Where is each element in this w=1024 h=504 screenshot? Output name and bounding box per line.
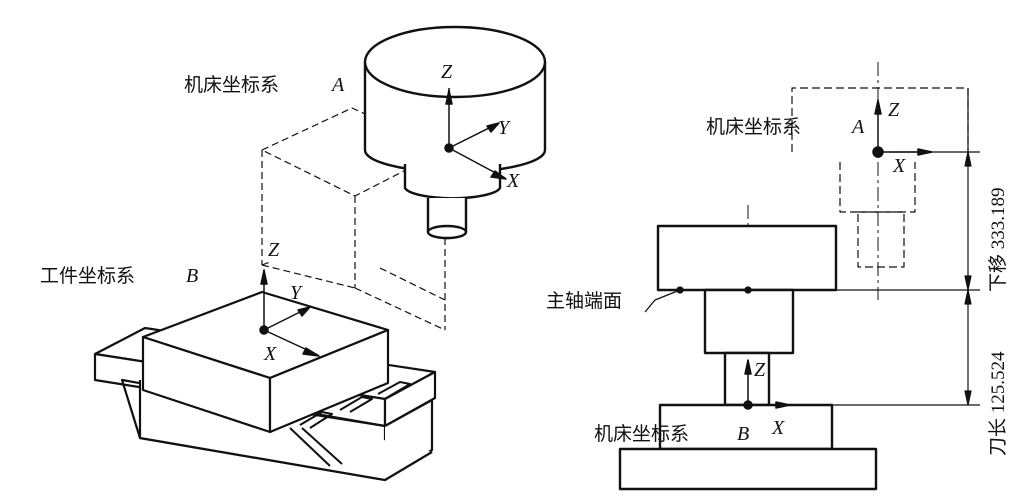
spindle-axes <box>444 88 507 180</box>
right-machine-coord-letter-bottom: B <box>737 423 749 445</box>
left-machine-coord-letter: A <box>330 74 345 96</box>
left-workpiece-coord-label: 工件坐标系 <box>40 265 135 287</box>
left-workpiece-coord-letter: B <box>186 265 198 287</box>
left-spindle-z-label: Z <box>441 61 453 83</box>
right-bottom-z-label: Z <box>754 359 766 381</box>
left-isometric-view <box>93 25 547 482</box>
spindle-face-label: 主轴端面 <box>546 290 622 312</box>
spindle-face-leader <box>644 286 752 313</box>
left-spindle-y-label: Y <box>498 117 511 139</box>
left-work-y-label: Y <box>290 282 303 304</box>
right-top-x-label: X <box>892 155 906 177</box>
left-spindle-x-label: X <box>506 170 520 192</box>
bottom-machine-axes <box>743 359 791 410</box>
left-work-x-label: X <box>263 343 277 365</box>
dimension-reference-lines <box>832 88 980 406</box>
top-machine-axes <box>872 99 933 158</box>
table-t-slots <box>289 381 411 467</box>
spindle-body <box>656 224 838 407</box>
dimension-down-shift: 下移 333.189 <box>987 187 1009 292</box>
spindle-head <box>363 25 547 240</box>
workpiece-block <box>141 290 390 434</box>
left-machine-coord-label: 机床坐标系 <box>184 74 279 96</box>
dimension-tool-length: 刀长 125.524 <box>987 351 1009 456</box>
right-top-z-label: Z <box>888 99 900 121</box>
workpiece-axes <box>259 269 320 357</box>
right-machine-coord-letter-top: A <box>850 116 865 138</box>
right-machine-coord-label-top: 机床坐标系 <box>706 116 801 138</box>
right-machine-coord-label-bottom: 机床坐标系 <box>594 423 689 445</box>
right-orthographic-view <box>618 62 980 491</box>
left-work-z-label: Z <box>268 239 280 261</box>
fixture-block <box>618 403 878 491</box>
right-bottom-x-label: X <box>771 417 785 439</box>
